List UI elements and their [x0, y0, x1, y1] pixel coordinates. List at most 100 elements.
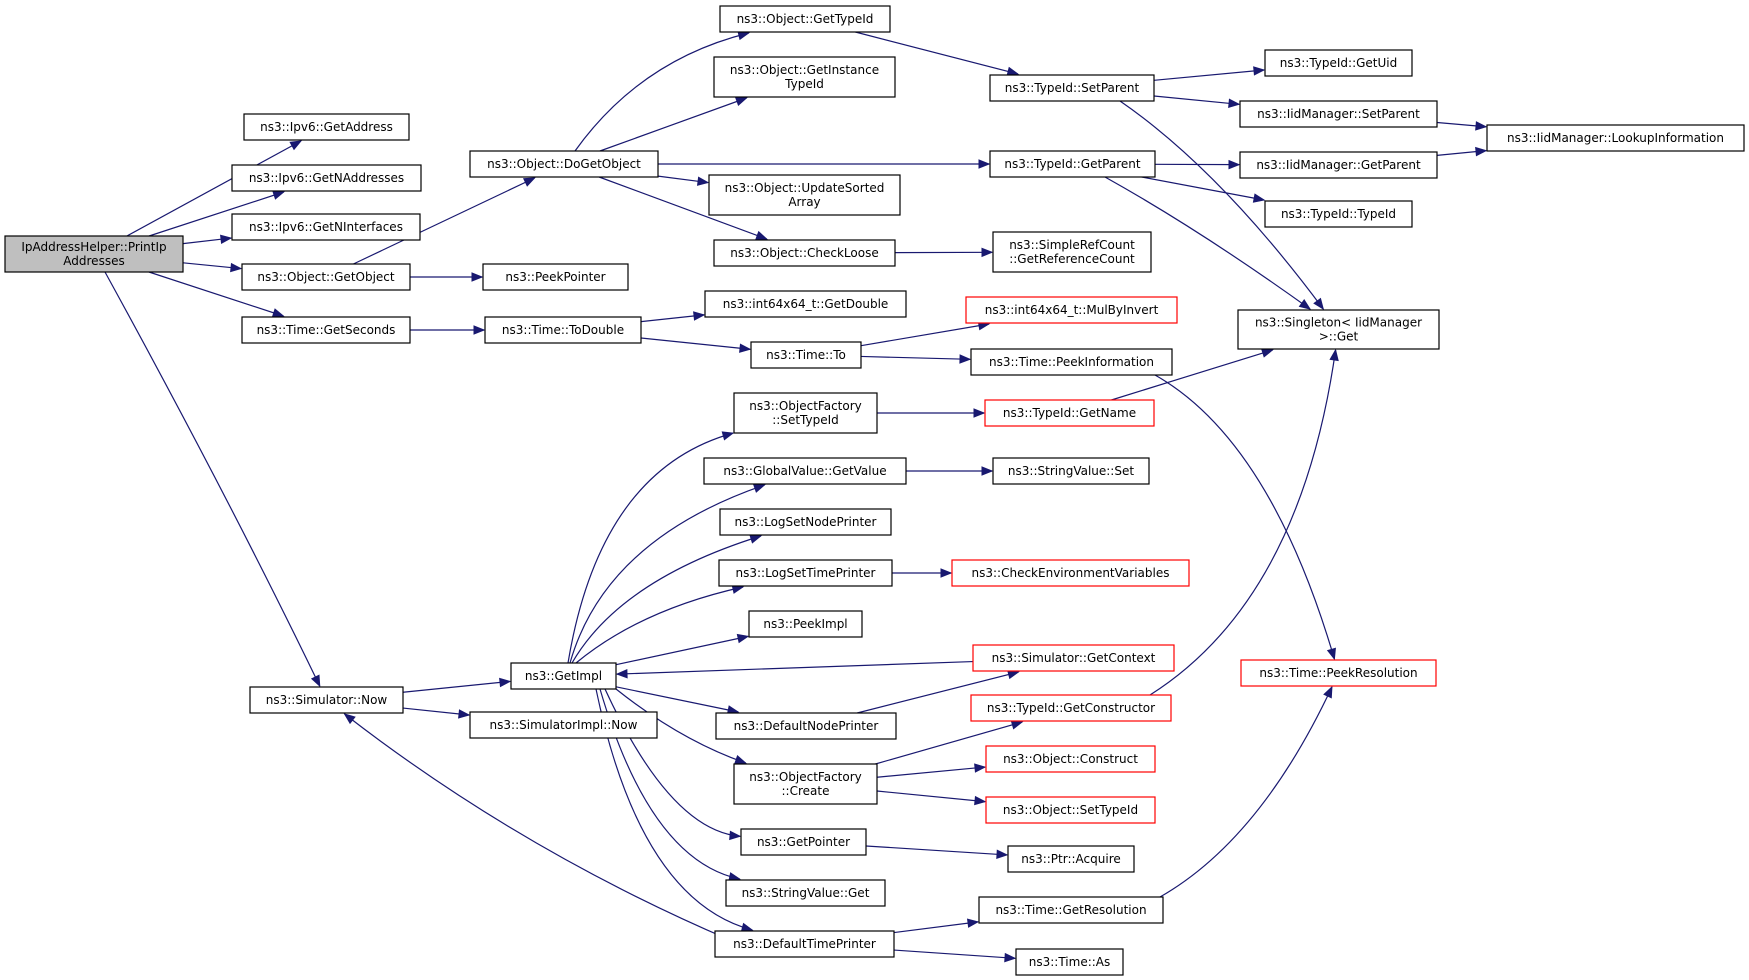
node-label: ns3::PeekImpl [763, 617, 847, 631]
node-label: ns3::Object::CheckLoose [730, 246, 878, 260]
node-defaultnodeprinter[interactable]: ns3::DefaultNodePrinter [715, 712, 897, 740]
edge-arrowhead [1475, 146, 1488, 157]
node-peekpointer[interactable]: ns3::PeekPointer [482, 263, 629, 291]
node-time-getseconds[interactable]: ns3::Time::GetSeconds [241, 316, 411, 344]
node-typeid-setparent[interactable]: ns3::TypeId::SetParent [989, 74, 1155, 102]
edge-arrowhead [1261, 348, 1274, 358]
node-checkenvironmentvariables[interactable]: ns3::CheckEnvironmentVariables [951, 559, 1190, 587]
node-simplerefcount-getreferencecount[interactable]: ns3::SimpleRefCount::GetReferenceCount [992, 231, 1152, 273]
node-simulator-now[interactable]: ns3::Simulator::Now [249, 686, 404, 714]
node-object-dogetobject[interactable]: ns3::Object::DoGetObject [469, 150, 659, 178]
node-peekimpl[interactable]: ns3::PeekImpl [748, 610, 863, 638]
node-label: ns3::StringValue::Get [742, 886, 870, 900]
edge-root-to-ipv6_getnaddresses [148, 190, 285, 237]
node-stringvalue-get[interactable]: ns3::StringValue::Get [725, 879, 886, 907]
node-iidmanager-lookupinformation[interactable]: ns3::IidManager::LookupInformation [1486, 124, 1745, 152]
edge-simulator_now-to-simulatorimpl_now [402, 707, 471, 719]
edge-line [860, 355, 971, 360]
edge-line [875, 721, 1023, 765]
edge-line [640, 314, 705, 323]
node-logsettimeprinter[interactable]: ns3::LogSetTimePrinter [718, 559, 893, 587]
node-logsetnodeprinter[interactable]: ns3::LogSetNodePrinter [719, 508, 892, 536]
node-object-checkloose[interactable]: ns3::Object::CheckLoose [713, 239, 896, 267]
node-object-gettypeid[interactable]: ns3::Object::GetTypeId [719, 5, 891, 33]
node-singleton-get[interactable]: ns3::Singleton< IidManager >::Get [1237, 309, 1440, 350]
node-simulatorimpl-now[interactable]: ns3::SimulatorImpl::Now [469, 711, 658, 739]
edge-line [860, 323, 990, 347]
node-typeid-getparent[interactable]: ns3::TypeId::GetParent [989, 150, 1156, 178]
node-typeid-typeid[interactable]: ns3::TypeId::TypeId [1264, 200, 1413, 228]
node-time-to[interactable]: ns3::Time::To [750, 341, 862, 369]
node-ptr-acquire[interactable]: ns3::Ptr::Acquire [1007, 845, 1135, 873]
node-objectfactory-create[interactable]: ns3::ObjectFactory::Create [733, 763, 878, 805]
edge-line [571, 535, 761, 664]
node-iidmanager-setparent[interactable]: ns3::IidManager::SetParent [1239, 100, 1438, 128]
node-globalvalue-getvalue[interactable]: ns3::GlobalValue::GetValue [703, 457, 907, 485]
node-simulator-getcontext[interactable]: ns3::Simulator::GetContext [972, 644, 1175, 672]
edge-line [575, 586, 744, 664]
edges-layer [104, 30, 1488, 963]
edge-line [616, 660, 974, 675]
edge-object_dogetobject-to-typeid_getparent [658, 159, 991, 169]
edge-arrowhead [996, 849, 1009, 859]
node-box [469, 711, 658, 739]
node-box [750, 341, 862, 369]
edge-time_to-to-int64x64_mulbyinvert [860, 321, 991, 347]
node-iidmanager-getparent[interactable]: ns3::IidManager::GetParent [1239, 151, 1438, 179]
node-box [1239, 151, 1438, 179]
node-box [748, 610, 863, 638]
node-time-todouble[interactable]: ns3::Time::ToDouble [484, 316, 642, 344]
node-label: ns3::SimulatorImpl::Now [490, 718, 638, 732]
node-defaulttimeprinter[interactable]: ns3::DefaultTimePrinter [714, 930, 895, 958]
node-time-as[interactable]: ns3::Time::As [1015, 948, 1124, 976]
node-time-getresolution[interactable]: ns3::Time::GetResolution [978, 896, 1164, 924]
node-ipv6-getaddress[interactable]: ns3::Ipv6::GetAddress [243, 113, 410, 141]
edge-simulator_now-to-getimpl [402, 677, 512, 693]
edge-typeid_getparent-to-iidmanager_getparent [1154, 159, 1241, 170]
node-typeid-getuid[interactable]: ns3::TypeId::GetUid [1264, 49, 1413, 77]
node-object-construct[interactable]: ns3::Object::Construct [985, 745, 1156, 773]
node-int64x64-mulbyinvert[interactable]: ns3::int64x64_t::MulByInvert [965, 296, 1178, 324]
node-time-peekinformation[interactable]: ns3::Time::PeekInformation [970, 348, 1173, 376]
node-ipv6-getninterfaces[interactable]: ns3::Ipv6::GetNInterfaces [231, 213, 421, 241]
node-box [249, 686, 404, 714]
edge-root-to-time_getseconds [148, 271, 285, 318]
node-typeid-getconstructor[interactable]: ns3::TypeId::GetConstructor [970, 694, 1172, 722]
node-box [714, 930, 895, 958]
edge-arrowhead [974, 763, 987, 773]
node-stringvalue-set[interactable]: ns3::StringValue::Set [992, 457, 1150, 485]
node-label: ns3::ObjectFactory [749, 770, 862, 784]
edge-arrowhead [1326, 647, 1336, 661]
node-typeid-getname[interactable]: ns3::TypeId::GetName [984, 399, 1155, 427]
edge-defaulttimeprinter-to-time_getresolution [893, 918, 980, 934]
node-box [989, 74, 1155, 102]
node-label: ns3::Ipv6::GetNInterfaces [249, 220, 403, 234]
node-box [1486, 124, 1745, 152]
edge-object_checkloose-to-simplerefcount_getreferencecount [894, 247, 994, 258]
edge-line [1119, 100, 1324, 310]
node-label: ns3::Ptr::Acquire [1021, 852, 1121, 866]
edge-arrowhead [736, 633, 750, 644]
node-objectfactory-settypeid[interactable]: ns3::ObjectFactory::SetTypeId [733, 392, 878, 434]
edge-arrowhead [974, 795, 987, 806]
node-object-getobject[interactable]: ns3::Object::GetObject [241, 263, 411, 291]
node-box [951, 559, 1190, 587]
edge-root-to-ipv6_getaddress [126, 140, 303, 237]
edge-time_getresolution-to-time_peekresolution [1159, 685, 1333, 898]
node-time-peekresolution[interactable]: ns3::Time::PeekResolution [1240, 659, 1437, 687]
node-label: ns3::Object::DoGetObject [487, 157, 641, 171]
node-label: ns3::Time::ToDouble [502, 323, 624, 337]
edge-typeid_getconstructor-to-singleton_get [1149, 348, 1339, 696]
node-object-settypeid[interactable]: ns3::Object::SetTypeId [985, 796, 1156, 824]
node-ipv6-getnaddresses[interactable]: ns3::Ipv6::GetNAddresses [231, 164, 422, 192]
node-getpointer[interactable]: ns3::GetPointer [740, 828, 867, 856]
node-int64x64-getdouble[interactable]: ns3::int64x64_t::GetDouble [704, 290, 907, 318]
edge-arrowhead [1004, 952, 1017, 963]
node-getimpl[interactable]: ns3::GetImpl [510, 662, 617, 690]
node-box [992, 457, 1150, 485]
node-box [718, 559, 893, 587]
edge-getimpl-to-defaultnodeprinter [615, 686, 740, 715]
